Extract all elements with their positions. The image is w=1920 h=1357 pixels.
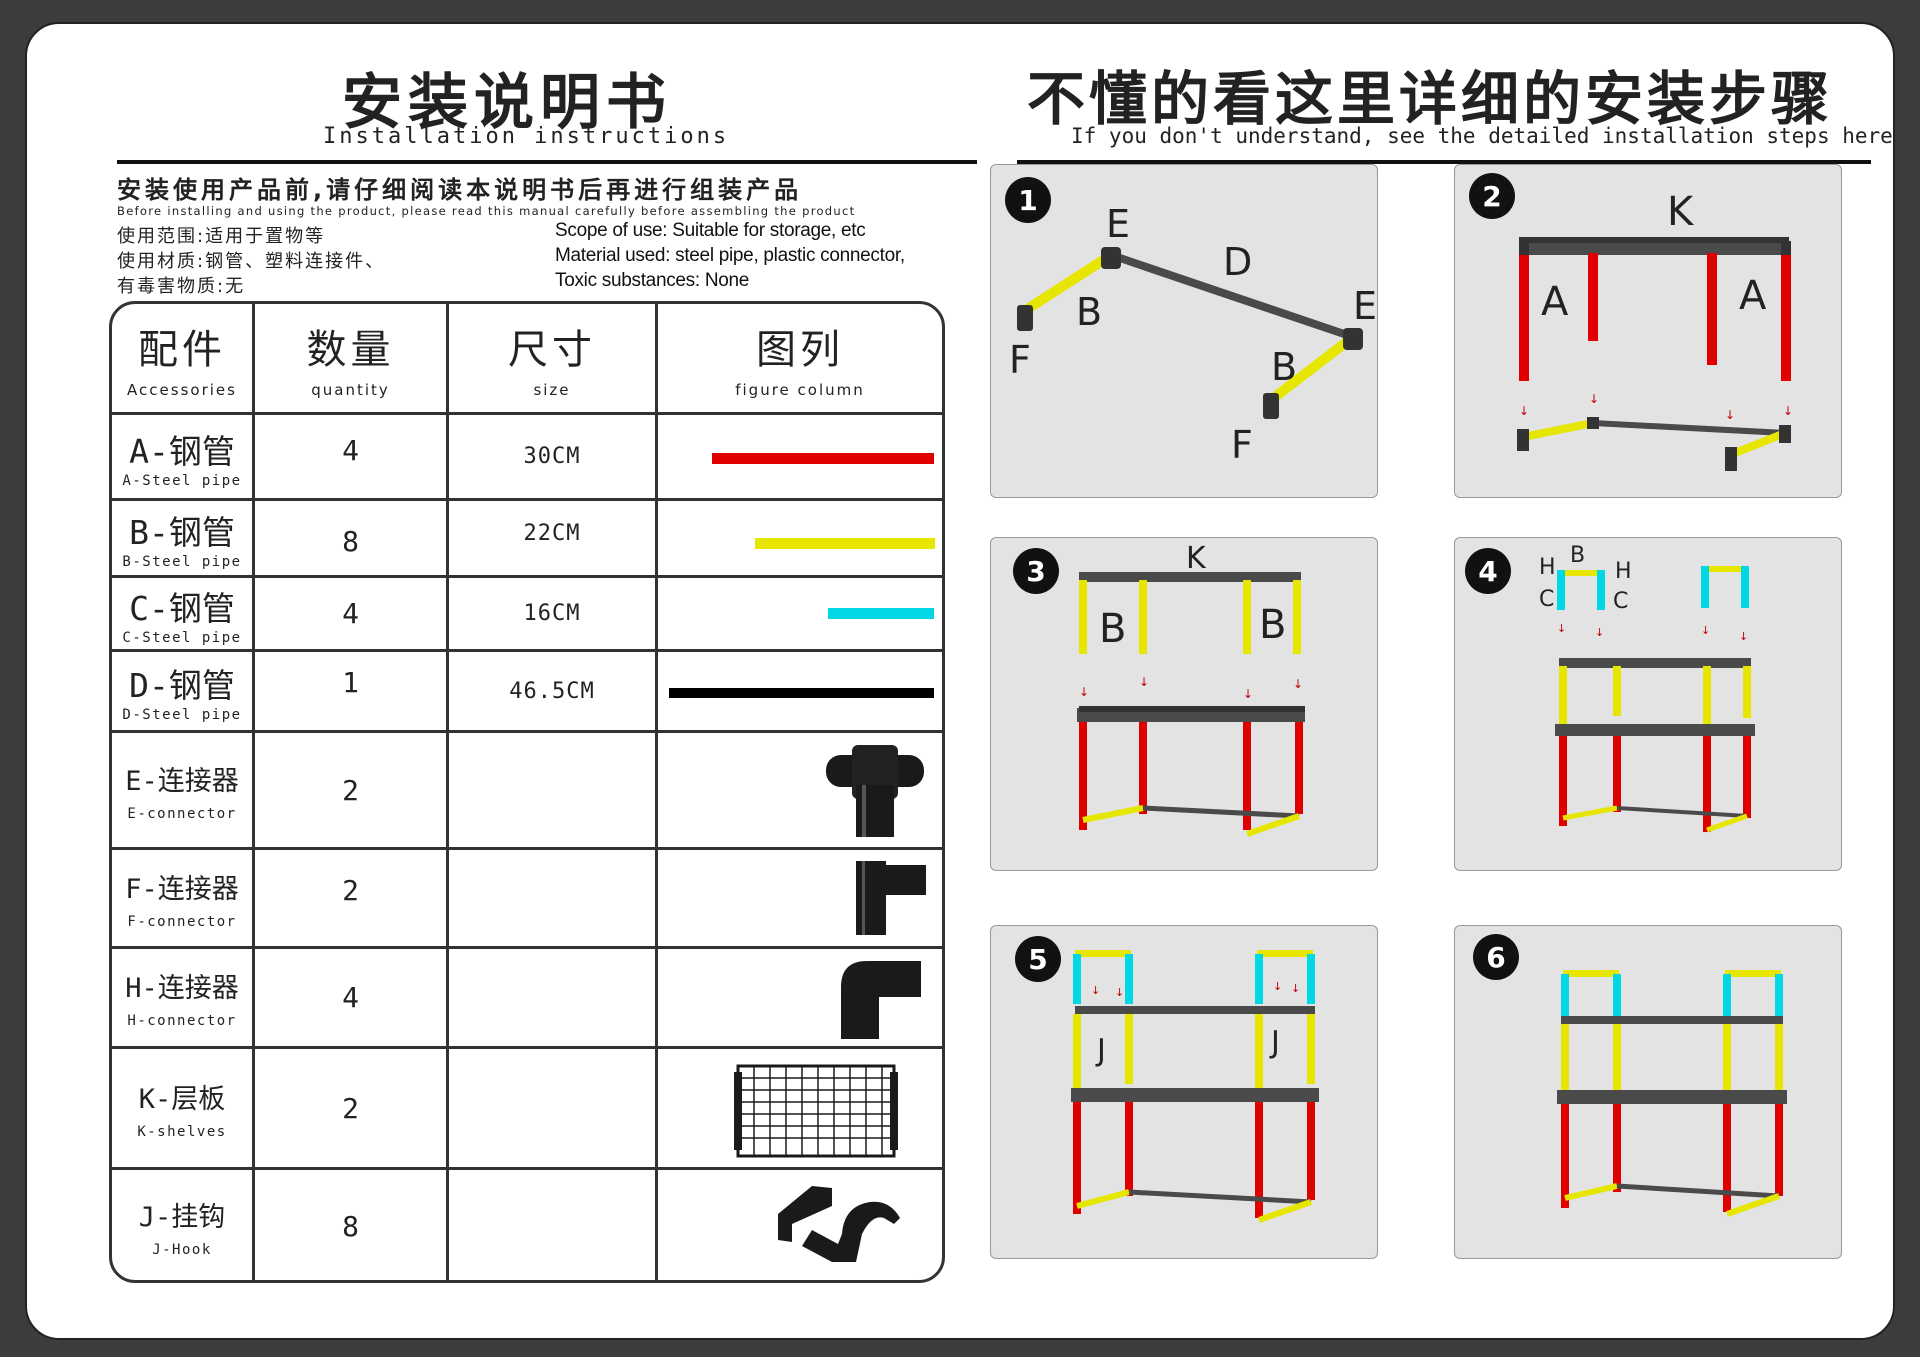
pipe-b-swatch	[755, 538, 935, 549]
instruction-sheet: 安装说明书 Installation instructions 不懂的看这里详细…	[25, 22, 1895, 1340]
pipe-d-swatch	[669, 688, 934, 698]
shelf-grid-icon	[734, 1064, 898, 1158]
page-title: 安装说明书	[342, 68, 672, 138]
size-cell: 46.5CM	[509, 678, 595, 704]
qty-cell: 2	[342, 773, 359, 807]
svg-text:↓: ↓	[1725, 408, 1735, 422]
step-badge: 1	[1005, 177, 1051, 223]
svg-text:↓: ↓	[1519, 404, 1529, 418]
qty-cell: 4	[342, 597, 359, 630]
svg-text:↓: ↓	[1115, 986, 1124, 999]
label-f: F	[1231, 423, 1253, 467]
qty-cell: 2	[342, 873, 359, 907]
label-f: F	[1009, 338, 1031, 382]
divider-right	[1017, 160, 1871, 164]
e-connector-icon	[826, 745, 924, 837]
spec-material-en: Material used: steel pipe, plastic conne…	[555, 245, 905, 266]
qty-cell: 4	[342, 433, 359, 467]
qty-cell: 4	[342, 981, 359, 1014]
step-panel-4: 4 ↓ ↓ ↓ ↓ H B H C C	[1454, 537, 1842, 871]
label-b: B	[1259, 602, 1286, 648]
svg-text:↓: ↓	[1243, 687, 1253, 701]
label-k: K	[1667, 189, 1695, 235]
svg-text:↓: ↓	[1139, 675, 1149, 689]
steps-subtitle: If you don't understand, see the detaile…	[1071, 124, 1893, 148]
step-panel-2: 2 ↓ ↓ ↓ ↓ K A A	[1454, 164, 1842, 498]
svg-text:↓: ↓	[1783, 404, 1793, 418]
label-h: H	[1615, 559, 1632, 584]
qty-cell: 8	[342, 1210, 359, 1243]
svg-text:↓: ↓	[1589, 392, 1599, 406]
size-cell: 30CM	[523, 444, 581, 469]
step-badge: 4	[1465, 548, 1511, 594]
label-b: B	[1076, 290, 1102, 334]
qty-cell: 2	[342, 1091, 359, 1125]
page-subtitle: Installation instructions	[323, 124, 730, 149]
label-h: H	[1539, 555, 1556, 580]
spec-scope-cn: 使用范围:适用于置物等	[117, 226, 326, 247]
label-k: K	[1186, 541, 1207, 576]
size-cell: 22CM	[523, 520, 581, 546]
step-panel-3: 3 ↓ ↓ ↓ ↓ K B B	[990, 537, 1378, 871]
label-a: A	[1541, 279, 1569, 325]
step-panel-1: 1 E D E B B F F	[990, 164, 1378, 498]
f-connector-icon	[856, 861, 926, 935]
size-cell: 16CM	[523, 601, 581, 626]
label-b: B	[1271, 345, 1297, 389]
svg-text:↓: ↓	[1091, 984, 1100, 997]
qty-cell: 1	[342, 665, 359, 699]
svg-text:↓: ↓	[1079, 685, 1089, 699]
step-panel-5: 5 ↓ ↓ ↓ ↓ J J	[990, 925, 1378, 1259]
step-badge: 2	[1469, 173, 1515, 219]
spec-toxic-cn: 有毒害物质:无	[117, 276, 246, 297]
label-c: C	[1539, 587, 1554, 612]
h-connector-icon	[841, 961, 921, 1039]
j-hook-icon	[778, 1186, 900, 1262]
intro-text-en: Before installing and using the product,…	[117, 204, 856, 218]
label-e: E	[1353, 284, 1377, 328]
svg-text:↓: ↓	[1595, 626, 1604, 639]
step-badge: 6	[1473, 934, 1519, 980]
svg-text:↓: ↓	[1293, 677, 1303, 691]
step-badge: 3	[1013, 548, 1059, 594]
spec-toxic-en: Toxic substances: None	[555, 270, 750, 291]
label-j: J	[1095, 1033, 1106, 1068]
svg-text:↓: ↓	[1557, 622, 1566, 635]
svg-text:↓: ↓	[1291, 982, 1300, 995]
spec-material-cn: 使用材质:钢管、塑料连接件、	[117, 251, 386, 272]
svg-text:↓: ↓	[1273, 980, 1282, 993]
label-a: A	[1739, 273, 1767, 319]
label-c: C	[1613, 589, 1628, 614]
label-b: B	[1099, 606, 1126, 652]
pipe-c-swatch	[828, 608, 934, 619]
step-badge: 5	[1015, 936, 1061, 982]
label-d: D	[1223, 240, 1252, 284]
label-e: E	[1106, 202, 1130, 246]
steps-title: 不懂的看这里详细的安装步骤	[1027, 65, 1834, 133]
qty-cell: 8	[342, 524, 359, 558]
intro-text: 安装使用产品前,请仔细阅读本说明书后再进行组装产品	[117, 176, 803, 204]
label-j: J	[1269, 1025, 1280, 1060]
divider-left	[117, 160, 977, 164]
svg-text:↓: ↓	[1701, 624, 1710, 637]
svg-text:↓: ↓	[1739, 630, 1748, 643]
pipe-a-swatch	[712, 453, 934, 464]
step-panel-6: 6	[1454, 925, 1842, 1259]
spec-scope-en: Scope of use: Suitable for storage, etc	[555, 220, 866, 241]
label-b: B	[1570, 543, 1585, 568]
